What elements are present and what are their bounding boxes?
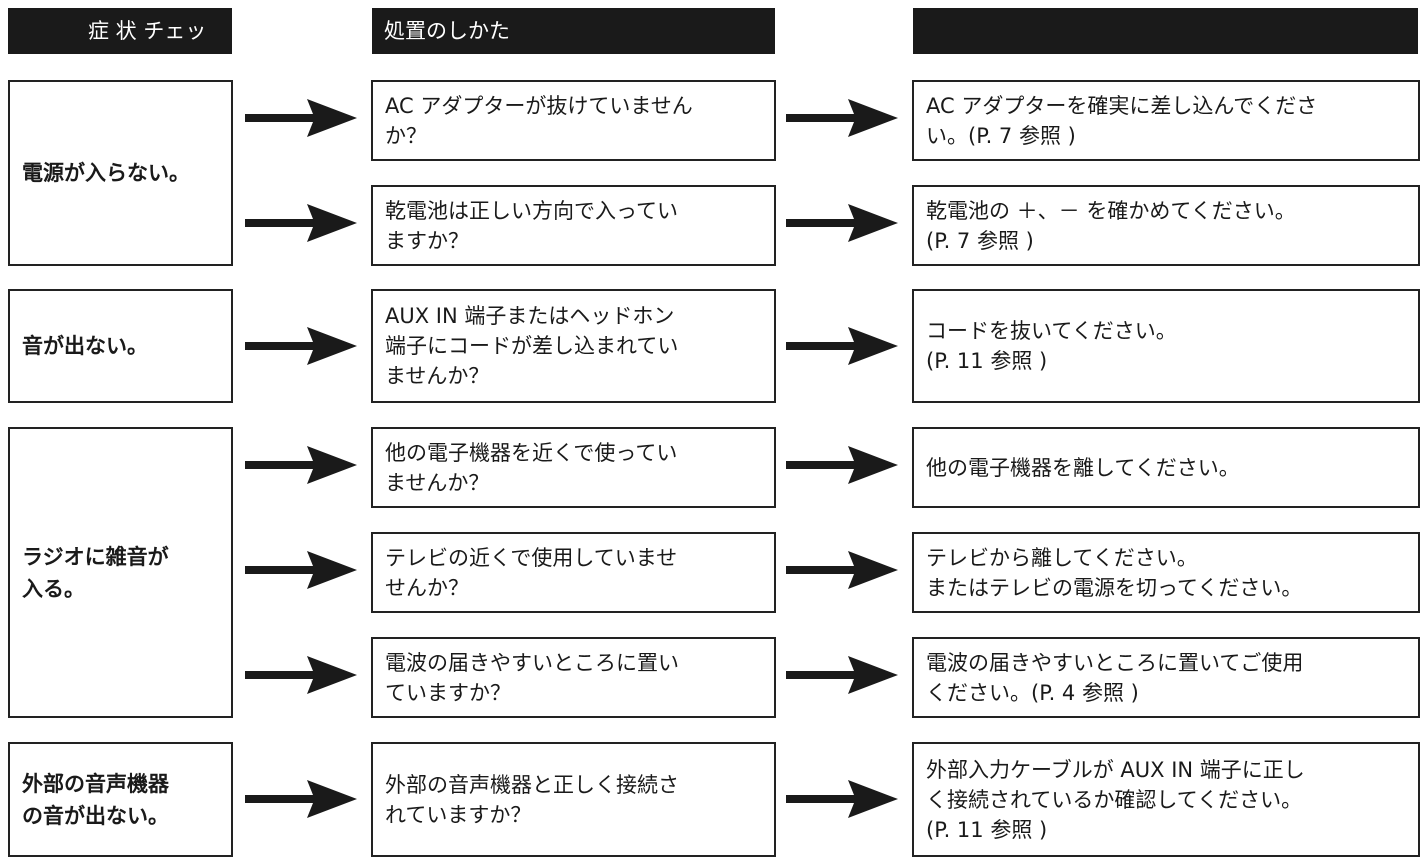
right-arrow-icon — [245, 204, 357, 242]
symptom-box-no-power: 電源が入らない。 — [8, 80, 233, 266]
right-arrow-icon — [786, 656, 898, 694]
header-third-column — [913, 8, 1418, 54]
fix-box: 電波の届きやすいところに置いてご使用 ください。(P. 4 参照 ) — [912, 637, 1420, 718]
fix-box: テレビから離してください。 またはテレビの電源を切ってください。 — [912, 532, 1420, 613]
cause-text: テレビの近くで使用していませ せんか？ — [385, 545, 678, 600]
symptom-label: 電源が入らない。 — [22, 161, 190, 185]
right-arrow-icon — [786, 327, 898, 365]
right-arrow-icon — [245, 780, 357, 818]
right-arrow-icon — [786, 204, 898, 242]
right-arrow-icon — [786, 551, 898, 589]
header-symptom-check: 症 状 チェッ — [8, 8, 232, 54]
fix-box: 他の電子機器を離してください。 — [912, 427, 1420, 508]
cause-text: AC アダプターが抜けていません か？ — [385, 93, 693, 148]
cause-box: AC アダプターが抜けていません か？ — [371, 80, 776, 161]
fix-text: 他の電子機器を離してください。 — [926, 455, 1240, 480]
symptom-label: 音が出ない。 — [22, 334, 148, 358]
fix-box: AC アダプターを確実に差し込んでくださ い。(P. 7 参照 ) — [912, 80, 1420, 161]
cause-box: AUX IN 端子またはヘッドホン 端子にコードが差し込まれてい ませんか？ — [371, 289, 776, 403]
cause-box: 乾電池は正しい方向で入ってい ますか？ — [371, 185, 776, 266]
fix-box: 外部入力ケーブルが AUX IN 端子に正し く接続されているか確認してください… — [912, 742, 1420, 857]
right-arrow-icon — [245, 656, 357, 694]
right-arrow-icon — [245, 99, 357, 137]
cause-box: テレビの近くで使用していませ せんか？ — [371, 532, 776, 613]
fix-text: AC アダプターを確実に差し込んでくださ い。(P. 7 参照 ) — [926, 93, 1318, 148]
symptom-label: 外部の音声機器 の音が出ない。 — [22, 771, 169, 828]
symptom-box-radio-noise: ラジオに雑音が 入る。 — [8, 427, 233, 718]
fix-text: 外部入力ケーブルが AUX IN 端子に正し く接続されているか確認してください… — [926, 757, 1305, 842]
symptom-box-no-sound: 音が出ない。 — [8, 289, 233, 403]
right-arrow-icon — [245, 327, 357, 365]
cause-text: 電波の届きやすいところに置い ていますか？ — [385, 650, 679, 705]
right-arrow-icon — [245, 446, 357, 484]
cause-text: 乾電池は正しい方向で入ってい ますか？ — [385, 198, 678, 253]
cause-text: 他の電子機器を近くで使ってい ませんか？ — [385, 440, 678, 495]
cause-box: 外部の音声機器と正しく接続さ れていますか？ — [371, 742, 776, 857]
fix-box: 乾電池の ＋、－ を確かめてください。 (P. 7 参照 ) — [912, 185, 1420, 266]
header-how-to-fix: 処置のしかた — [372, 8, 775, 54]
symptom-box-external-device: 外部の音声機器 の音が出ない。 — [8, 742, 233, 857]
fix-box: コードを抜いてください。 (P. 11 参照 ) — [912, 289, 1420, 403]
right-arrow-icon — [245, 551, 357, 589]
fix-text: テレビから離してください。 またはテレビの電源を切ってください。 — [926, 545, 1303, 600]
cause-box: 他の電子機器を近くで使ってい ませんか？ — [371, 427, 776, 508]
cause-text: 外部の音声機器と正しく接続さ れていますか？ — [385, 772, 679, 827]
symptom-label: ラジオに雑音が 入る。 — [22, 544, 169, 601]
fix-text: 乾電池の ＋、－ を確かめてください。 (P. 7 参照 ) — [926, 198, 1296, 253]
right-arrow-icon — [786, 99, 898, 137]
fix-text: コードを抜いてください。 (P. 11 参照 ) — [926, 319, 1177, 373]
cause-box: 電波の届きやすいところに置い ていますか？ — [371, 637, 776, 718]
right-arrow-icon — [786, 780, 898, 818]
cause-text: AUX IN 端子またはヘッドホン 端子にコードが差し込まれてい ませんか？ — [385, 304, 679, 388]
right-arrow-icon — [786, 446, 898, 484]
fix-text: 電波の届きやすいところに置いてご使用 ください。(P. 4 参照 ) — [926, 650, 1304, 705]
